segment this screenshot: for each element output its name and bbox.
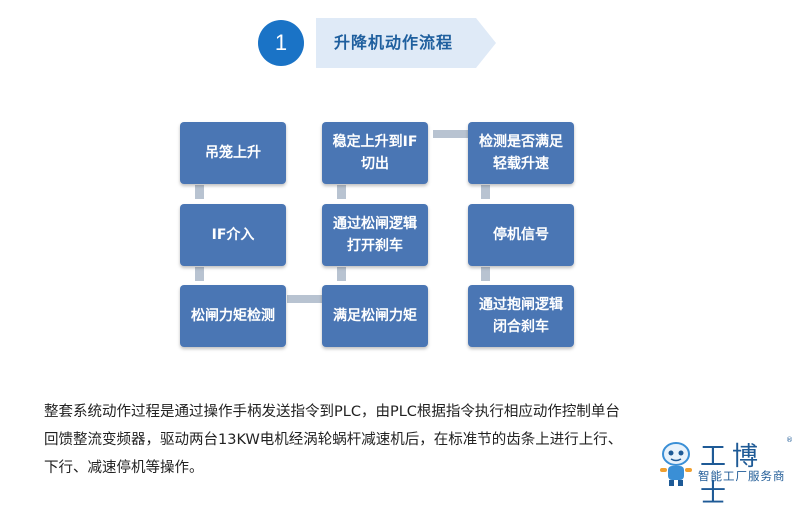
description-paragraph: 整套系统动作过程是通过操作手柄发送指令到PLC，由PLC根据指令执行相应动作控制… (44, 398, 744, 482)
registered-mark: ® (786, 436, 793, 444)
connector-5-6 (337, 185, 346, 199)
step-number-badge: 1 (258, 20, 304, 66)
description-line: 整套系统动作过程是通过操作手柄发送指令到PLC，由PLC根据指令执行相应动作控制… (44, 404, 620, 420)
step-number: 1 (274, 30, 288, 55)
flow-node-torque-satisfied: 满足松闸力矩 (322, 285, 428, 347)
flow-node-light-load-check: 检测是否满足 轻载升速 (468, 122, 574, 184)
flow-node-cage-rise: 吊笼上升 (180, 122, 286, 184)
section-title-banner: 升降机动作流程 (316, 18, 496, 68)
logo-tagline: 智能工厂服务商 (698, 469, 786, 483)
flow-node-open-brake: 通过松闸逻辑 打开刹车 (322, 204, 428, 266)
description-line: 回馈整流变频器，驱动两台13KW电机经涡轮蜗杆减速机后，在标准节的齿条上进行上行… (44, 432, 623, 448)
connector-1-2 (195, 185, 204, 199)
lift-flow-diagram: 吊笼上升 IF介入 松闸力矩检测 满足松闸力矩 通过松闸逻辑 打开刹车 稳定上升… (165, 110, 590, 362)
connector-6-7 (433, 130, 469, 138)
connector-8-9 (481, 267, 490, 281)
connector-3-4 (287, 295, 323, 303)
flow-node-if-intervene: IF介入 (180, 204, 286, 266)
flow-node-stable-rise-if-out: 稳定上升到IF 切出 (322, 122, 428, 184)
robot-mascot-icon (660, 442, 692, 486)
section-title: 升降机动作流程 (334, 33, 454, 52)
flow-node-release-torque-check: 松闸力矩检测 (180, 285, 286, 347)
connector-4-5 (337, 267, 346, 281)
description-line: 下行、减速停机等操作。 (44, 460, 204, 476)
company-logo: 工博士 ® 智能工厂服务商 (654, 436, 794, 509)
flow-node-stop-signal: 停机信号 (468, 204, 574, 266)
flow-node-close-brake: 通过抱闸逻辑 闭合刹车 (468, 285, 574, 347)
connector-2-3 (195, 267, 204, 281)
banner-arrow-shape (316, 18, 496, 68)
connector-7-8 (481, 185, 490, 199)
